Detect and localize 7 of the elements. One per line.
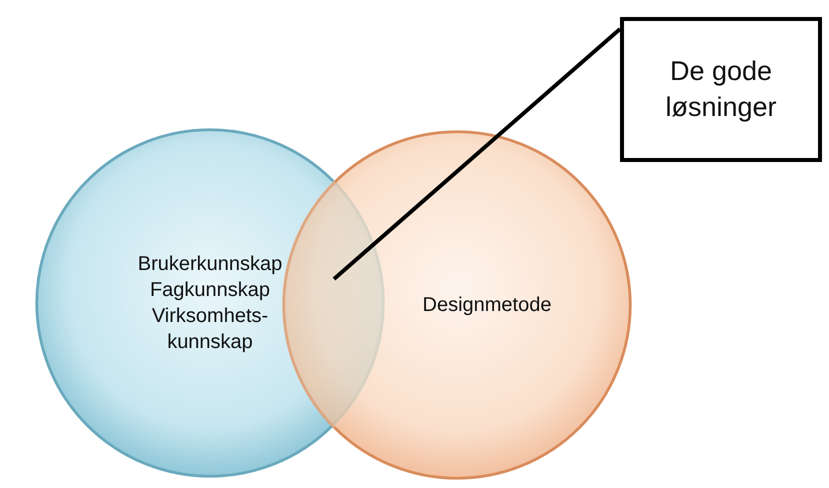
overlap-region: [282, 180, 385, 428]
text-box: [620, 17, 822, 162]
node-label: Brukerkunnskap Fagkunnskap Virksomhets- kunnskap: [138, 252, 282, 355]
leader-line: [332, 28, 622, 280]
node-label: Designmetode: [422, 293, 552, 318]
node-label: De gode løsninger: [664, 55, 778, 124]
venn-circle: [282, 130, 632, 480]
